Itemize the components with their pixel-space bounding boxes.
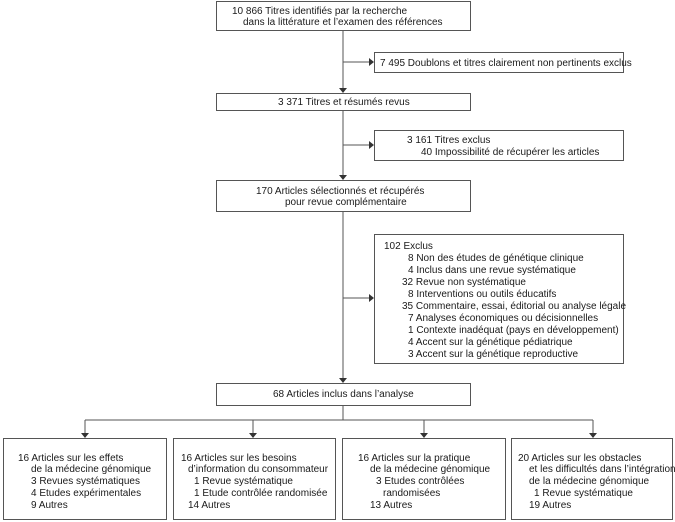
arrowhead-box2 bbox=[369, 58, 374, 66]
excluded-item: 8 Interventions ou outils éducatifs bbox=[408, 289, 557, 300]
category-line: 14 Autres bbox=[188, 500, 231, 511]
included-box: 68 Articles inclus dans l’analyse bbox=[216, 383, 471, 406]
category-line: 1 Etude contrôlée randomisée bbox=[194, 488, 328, 499]
effects-articles-box: 16 Articles sur les effets de la médecin… bbox=[3, 438, 167, 520]
category-line: de la médecine génomique bbox=[370, 464, 491, 475]
category-line: d’information du consommateur bbox=[188, 464, 329, 475]
excluded-header: 102 Exclus bbox=[384, 241, 433, 252]
excluded-details-box: 102 Exclus 8 Non des études de génétique… bbox=[374, 234, 627, 364]
excluded-item: 32 Revue non systématique bbox=[402, 277, 526, 288]
selected-box: 170 Articles sélectionnés et récupérés p… bbox=[216, 180, 471, 212]
arrowhead-box5 bbox=[339, 175, 347, 180]
category-line: 19 Autres bbox=[529, 500, 572, 511]
category-line: 1 Revue systématique bbox=[194, 476, 293, 487]
category-line: 16 Articles sur la pratique bbox=[358, 453, 471, 464]
category-line: et les difficultés dans l’intégration bbox=[529, 464, 675, 475]
arrowhead-box6 bbox=[369, 294, 374, 302]
identified-line-2: dans la littérature et l’examen des réfé… bbox=[243, 17, 443, 28]
titles-excluded-line-2: 40 Impossibilité de récupérer les articl… bbox=[421, 147, 600, 158]
excluded-item: 3 Accent sur la génétique reproductive bbox=[408, 349, 579, 360]
included-line: 68 Articles inclus dans l’analyse bbox=[273, 389, 414, 400]
category-line: 16 Articles sur les effets bbox=[18, 453, 124, 464]
titles-excluded-box: 3 161 Titres exclus 40 Impossibilité de … bbox=[374, 130, 624, 161]
obstacles-articles-box: 20 Articles sur les obstacles et les dif… bbox=[511, 438, 675, 520]
arrowhead-bottom-1 bbox=[81, 433, 89, 438]
excluded-item: 35 Commentaire, essai, éditorial ou anal… bbox=[402, 301, 627, 312]
arrowhead-bottom-4 bbox=[589, 433, 597, 438]
selected-line-2: pour revue complémentaire bbox=[285, 197, 407, 208]
category-line: de la médecine génomique bbox=[31, 464, 152, 475]
category-line: 3 Etudes contrôlées bbox=[376, 476, 465, 487]
excluded-item: 7 Analyses économiques ou décisionnelles bbox=[408, 313, 599, 324]
excluded-item: 1 Contexte inadéquat (pays en développem… bbox=[408, 325, 619, 336]
excluded-item: 4 Accent sur la génétique pédiatrique bbox=[408, 337, 573, 348]
category-line: 3 Revues systématiques bbox=[31, 476, 140, 487]
category-line: 1 Revue systématique bbox=[534, 488, 633, 499]
category-line: 4 Etudes expérimentales bbox=[31, 488, 142, 499]
duplicates-excluded-line: 7 495 Doublons et titres clairement non … bbox=[380, 58, 632, 69]
category-line: 13 Autres bbox=[370, 500, 413, 511]
identified-box: 10 866 Titres identifiés par la recherch… bbox=[216, 1, 471, 31]
excluded-item: 8 Non des études de génétique clinique bbox=[408, 253, 584, 264]
titles-excluded-line-1: 3 161 Titres exclus bbox=[407, 135, 491, 146]
screened-line: 3 371 Titres et résumés revus bbox=[278, 97, 410, 108]
practice-articles-box: 16 Articles sur la pratique de la médeci… bbox=[342, 438, 506, 520]
screened-box: 3 371 Titres et résumés revus bbox=[216, 93, 471, 111]
category-line: randomisées bbox=[383, 488, 441, 499]
arrowhead-box4 bbox=[369, 141, 374, 149]
selected-line-1: 170 Articles sélectionnés et récupérés bbox=[256, 186, 425, 197]
arrowhead-bottom-3 bbox=[420, 433, 428, 438]
excluded-item: 4 Inclus dans une revue systématique bbox=[408, 265, 576, 276]
consumer-needs-articles-box: 16 Articles sur les besoins d’informatio… bbox=[173, 438, 336, 520]
category-line: 20 Articles sur les obstacles bbox=[518, 453, 642, 464]
arrowhead-bottom-2 bbox=[249, 433, 257, 438]
arrowhead-box3 bbox=[339, 88, 347, 93]
category-line: 9 Autres bbox=[31, 500, 68, 511]
duplicates-excluded-box: 7 495 Doublons et titres clairement non … bbox=[374, 52, 632, 73]
category-line: de la médecine génomique bbox=[529, 476, 650, 487]
arrowhead-box7 bbox=[339, 378, 347, 383]
identified-line-1: 10 866 Titres identifiés par la recherch… bbox=[232, 6, 408, 17]
category-line: 16 Articles sur les besoins bbox=[181, 453, 297, 464]
